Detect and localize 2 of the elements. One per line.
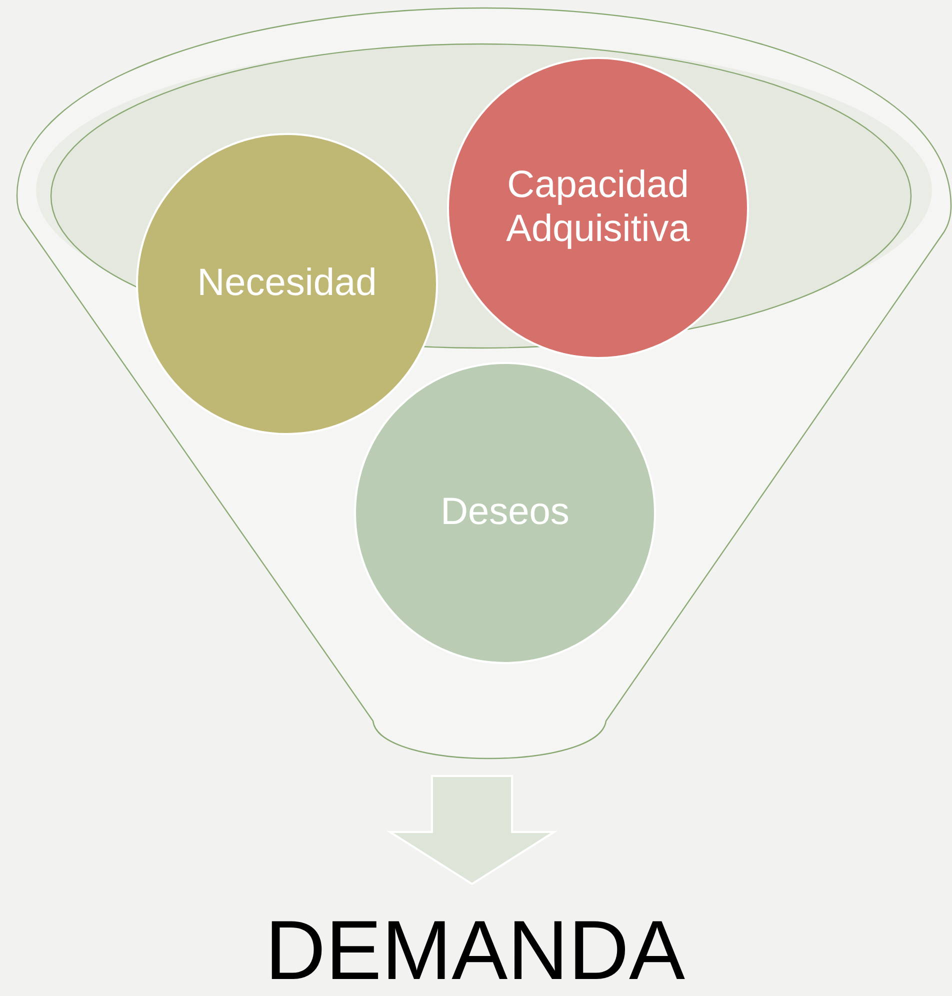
result-label: DEMANDA xyxy=(150,884,800,992)
down-arrow xyxy=(386,775,558,886)
